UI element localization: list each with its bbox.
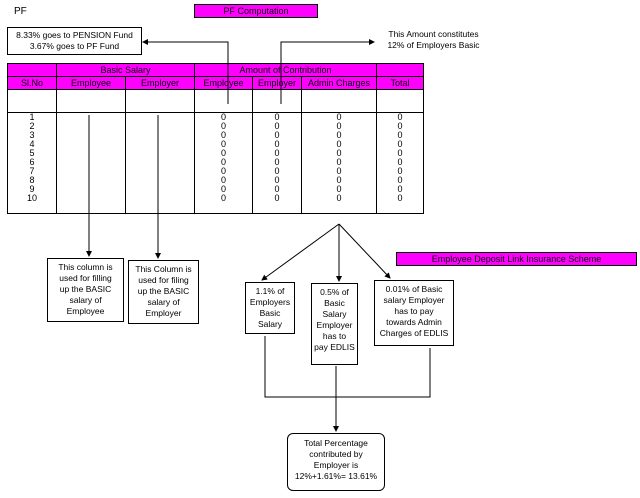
pension-note: 8.33% goes to PENSION Fund 3.67% goes to… <box>7 27 142 55</box>
note-line: used for filing <box>138 275 189 285</box>
note-line: used for filling <box>59 273 112 283</box>
header-total: Total <box>376 76 424 90</box>
note-line: Charges of EDLIS <box>379 328 449 338</box>
cell <box>376 203 424 214</box>
note-line: up the BASIC <box>137 286 190 296</box>
table-cell: 0 <box>376 176 424 185</box>
note-line: 1.1% of <box>255 286 285 296</box>
note-line: Employee <box>66 306 105 316</box>
pension-note-line-2: 3.67% goes to PF Fund <box>29 41 120 51</box>
note-line: pay EDLIS <box>314 342 355 352</box>
note-line: 0.01% of Basic <box>385 284 443 294</box>
table-header-cols: Sl.No Employee Employer Employee Employe… <box>7 76 424 90</box>
edlis-note-admin-charges: 0.01% of Basic salary Employer has to pa… <box>374 280 454 346</box>
employee-column-note: This column is used for filling up the B… <box>47 258 124 322</box>
header-employer: Employer <box>125 76 195 90</box>
note-line: Employers <box>249 297 291 307</box>
note-line: This Column is <box>135 264 192 274</box>
note-line: Employer <box>145 308 182 318</box>
edlis-note-employers-basic: 1.1% of Employers Basic Salary <box>245 282 295 334</box>
note-line: salary of <box>69 295 102 305</box>
doc-label: PF <box>14 6 27 17</box>
edlis-note-employer-pay: 0.5% of Basic Salary Employer has to pay… <box>311 283 358 365</box>
employer-basic-note: This Amount constitutes 12% of Employers… <box>377 27 490 53</box>
note-line: 0.5% of <box>320 287 349 297</box>
note-line: Salary <box>322 309 347 319</box>
header-employer-contrib: Employer <box>252 76 302 90</box>
table-cell: 0 <box>376 140 424 149</box>
header-slno: Sl.No <box>7 76 57 90</box>
pension-note-line-1: 8.33% goes to PENSION Fund <box>16 30 133 40</box>
employer-basic-note-line-2: 12% of Employers Basic <box>387 40 480 50</box>
header-admin-charges: Admin Charges <box>301 76 377 90</box>
note-line: Employer is <box>313 460 359 470</box>
table-cell: 0 <box>376 112 424 122</box>
note-line: salary Employer <box>383 295 445 305</box>
edlis-title: Employee Deposit Link Insurance Scheme <box>396 252 637 266</box>
note-line: Employer <box>316 320 353 330</box>
table-cell: 0 <box>376 131 424 140</box>
note-line: has to <box>322 331 347 341</box>
cell <box>376 89 424 113</box>
table-cell: 0 <box>376 158 424 167</box>
note-line: 12%+1.61%= 13.61% <box>294 471 378 481</box>
table-cell: 0 <box>376 149 424 158</box>
table-cell: 0 <box>376 185 424 194</box>
employer-basic-note-line-1: This Amount constitutes <box>388 29 479 39</box>
total-percentage-note: Total Percentage contributed by Employer… <box>287 433 385 491</box>
table-cell: 0 <box>376 167 424 176</box>
note-line: has to pay <box>394 306 434 316</box>
note-line: up the BASIC <box>59 284 112 294</box>
note-line: salary of <box>147 297 180 307</box>
note-line: Basic <box>259 308 281 318</box>
header-basic-salary: Basic Salary <box>56 63 195 77</box>
table-last-row <box>7 203 424 214</box>
note-line: This column is <box>58 262 113 272</box>
note-line: towards Admin <box>386 317 442 327</box>
table-cell: 0 <box>376 194 424 203</box>
header-employee-contrib: Employee <box>194 76 253 90</box>
page-title: PF Computation <box>194 4 318 18</box>
pf-table: Basic Salary Amount of Contribution Sl.N… <box>7 63 424 214</box>
note-line: Salary <box>257 319 283 329</box>
employer-column-note: This Column is used for filing up the BA… <box>128 260 199 324</box>
note-line: Basic <box>324 298 345 308</box>
table-cell: 0 <box>376 122 424 131</box>
note-line: contributed by <box>309 449 363 459</box>
note-line: Total Percentage <box>304 438 368 448</box>
table-spacer-row <box>7 89 424 113</box>
